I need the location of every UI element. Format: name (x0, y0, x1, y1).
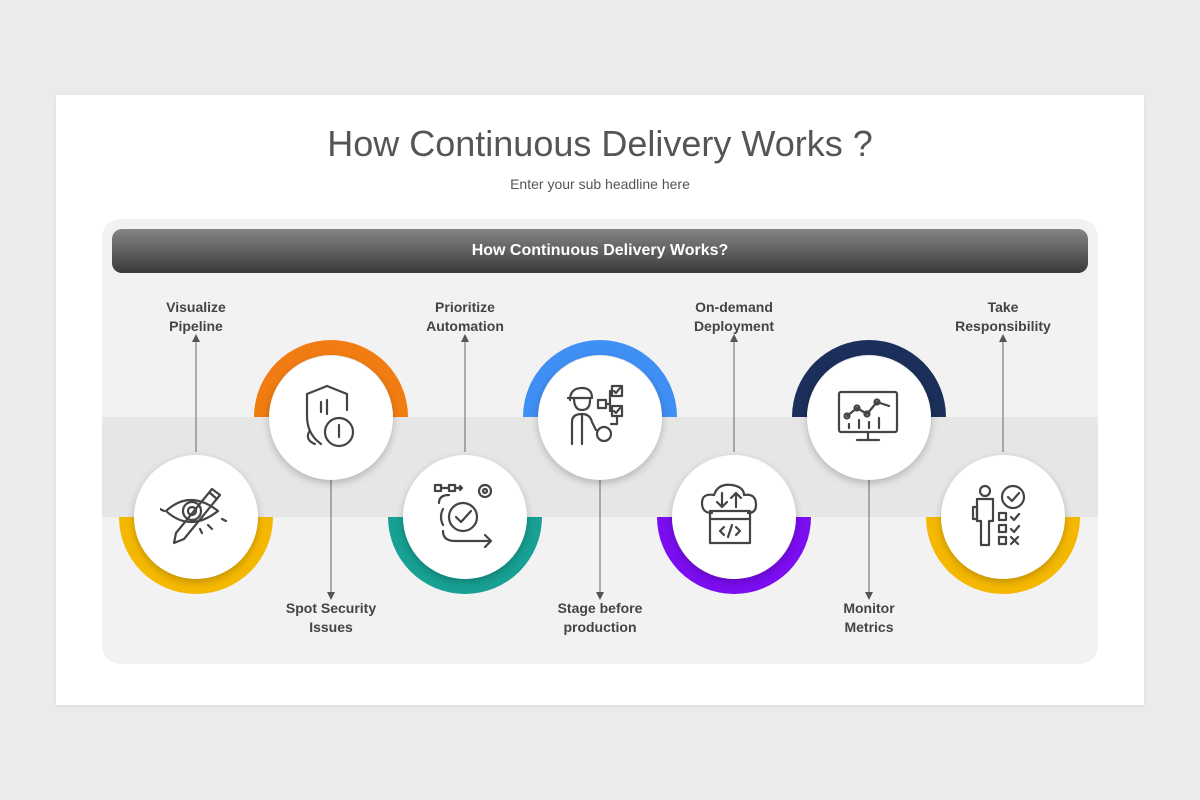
monitor-chart-icon (837, 390, 899, 442)
step-label-line1: Take (987, 299, 1019, 315)
engineer-flowchart-icon (566, 384, 624, 446)
step-label-line2: Metrics (844, 619, 894, 635)
step-label-stage: Stage before production (520, 599, 680, 637)
step-visualize-circle (134, 455, 258, 579)
person-checklist-icon (971, 484, 1026, 547)
step-label-line1: Monitor (843, 600, 895, 616)
step-label-visualize: Visualize Pipeline (116, 298, 276, 336)
step-label-line2: Issues (309, 619, 353, 635)
eye-pencil-icon (160, 487, 228, 545)
step-label-line1: Spot Security (285, 600, 377, 616)
page-subtitle: Enter your sub headline here (510, 176, 690, 192)
step-label-line1: Prioritize (435, 299, 495, 315)
step-label-automation: Prioritize Automation (385, 298, 545, 336)
step-label-line2: Automation (426, 318, 504, 334)
page-title: How Continuous Delivery Works ? (327, 123, 873, 164)
step-monitor-circle (807, 356, 931, 480)
shield-alert-icon (305, 384, 355, 448)
step-label-line2: Pipeline (169, 318, 223, 334)
cloud-code-icon (700, 483, 758, 545)
step-label-line1: Stage before (557, 600, 643, 616)
step-deploy-circle (672, 455, 796, 579)
step-label-line2: production (563, 619, 637, 635)
step-label-line1: Visualize (166, 299, 226, 315)
step-stage-circle (538, 356, 662, 480)
step-label-line2: Responsibility (955, 318, 1051, 334)
step-automation-circle (403, 455, 527, 579)
step-security-circle (269, 356, 393, 480)
step-responsibility-circle (941, 455, 1065, 579)
step-label-security: Spot Security Issues (251, 599, 411, 637)
step-label-deploy: On-demand Deployment (654, 298, 814, 336)
step-label-line1: On-demand (695, 299, 773, 315)
diagram-banner-text: How Continuous Delivery Works? (471, 242, 729, 259)
diagram-banner: How Continuous Delivery Works? (112, 229, 1088, 273)
step-label-responsibility: Take Responsibility (923, 298, 1083, 336)
automation-cycle-icon (433, 483, 493, 549)
step-label-line2: Deployment (693, 318, 775, 334)
step-label-monitor: Monitor Metrics (789, 599, 949, 637)
